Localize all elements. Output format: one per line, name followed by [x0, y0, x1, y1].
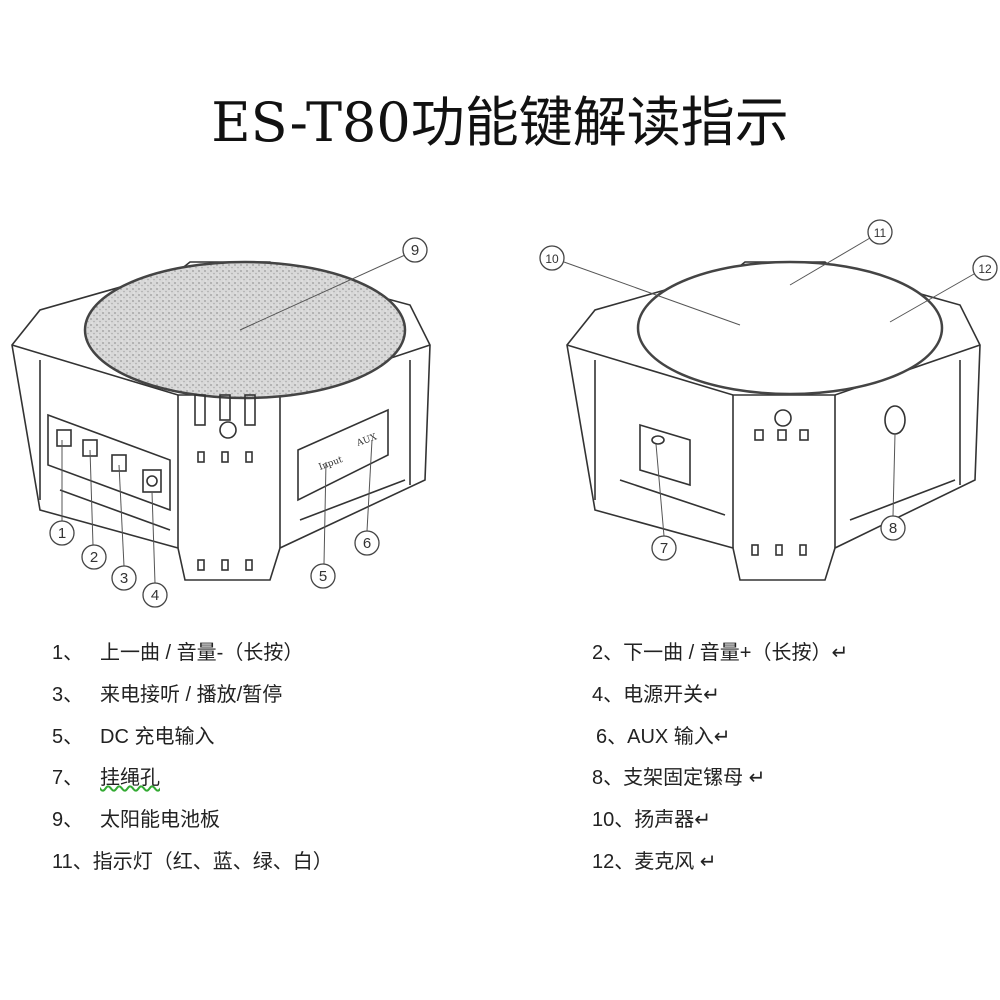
callout-1: 1 [58, 525, 66, 542]
legend-item: 7、挂绳孔 [52, 761, 160, 790]
legend-text: 来电接听 / 播放/暂停 [100, 684, 283, 706]
legend-number: 10、 [592, 809, 635, 831]
callout-3: 3 [120, 570, 128, 587]
callout-6: 6 [363, 535, 371, 552]
legend-number: 4、 [592, 684, 624, 706]
callout-2: 2 [90, 549, 98, 566]
callout-8: 8 [889, 520, 897, 537]
legend-item: 10、扬声器↵ [592, 803, 711, 832]
legend-text: 支架固定镙母 ↵ [623, 767, 766, 789]
callout-10: 10 [545, 252, 559, 266]
callout-9: 9 [411, 242, 419, 259]
legend-text: 下一曲 / 音量+（长按）↵ [623, 642, 849, 664]
speaker-grille [636, 260, 944, 396]
legend-number: 12、 [592, 851, 635, 873]
indicator-light [219, 421, 237, 439]
callout-4: 4 [151, 587, 159, 604]
legend-text: 挂绳孔 [100, 767, 160, 789]
legend-text: 扬声器↵ [634, 809, 712, 831]
legend-number: 9、 [52, 809, 84, 831]
legend-item: 5、 DC 充电输入 [52, 720, 214, 749]
legend-text: 太阳能电池板 [100, 809, 220, 831]
indicator-light [774, 409, 792, 427]
legend-item: 3、来电接听 / 播放/暂停 [52, 678, 282, 707]
legend-number: 11、 [52, 851, 93, 873]
legend-number: 7、 [52, 767, 84, 789]
legend-item: 6、AUX 输入↵ [596, 720, 731, 749]
legend-item: 4、电源开关↵ [592, 678, 720, 707]
callout-11: 11 [874, 226, 887, 240]
legend-number: 5、 [52, 726, 84, 748]
legend-text: 电源开关↵ [623, 684, 720, 706]
legend-item: 1、上一曲 / 音量-（长按） [52, 636, 303, 665]
legend-number: 8、 [592, 767, 624, 789]
speaker-back-view [566, 260, 981, 581]
page-title: ES-T80功能键解读指示 [211, 91, 789, 154]
legend-item: 8、支架固定镙母 ↵ [592, 761, 765, 790]
lanyard-hole-panel [639, 423, 691, 487]
legend-text: 上一曲 / 音量-（长按） [100, 642, 304, 664]
legend-item: 12、麦克风 ↵ [592, 845, 717, 874]
callout-12: 12 [978, 262, 992, 276]
legend-number: 2、 [592, 642, 624, 664]
legend-text: DC 充电输入 [100, 726, 215, 748]
legend-text: 麦克风 ↵ [634, 851, 717, 873]
callout-7: 7 [660, 540, 668, 557]
callout-5: 5 [319, 568, 327, 585]
legend-item: 9、太阳能电池板 [52, 803, 220, 832]
solar-panel [83, 260, 407, 400]
legend-number: 6、 [596, 726, 628, 748]
legend-number: 1、 [52, 642, 84, 664]
legend-number: 3、 [52, 684, 84, 706]
legend-item: 2、下一曲 / 音量+（长按）↵ [592, 636, 848, 665]
legend-text: 指示灯（红、蓝、绿、白） [92, 851, 333, 873]
button-panel [47, 413, 171, 512]
legend-item: 11、指示灯（红、蓝、绿、白） [52, 845, 333, 874]
leader-lines [61, 237, 975, 584]
legend-text: AUX 输入↵ [627, 726, 731, 748]
port-panel [297, 408, 389, 502]
